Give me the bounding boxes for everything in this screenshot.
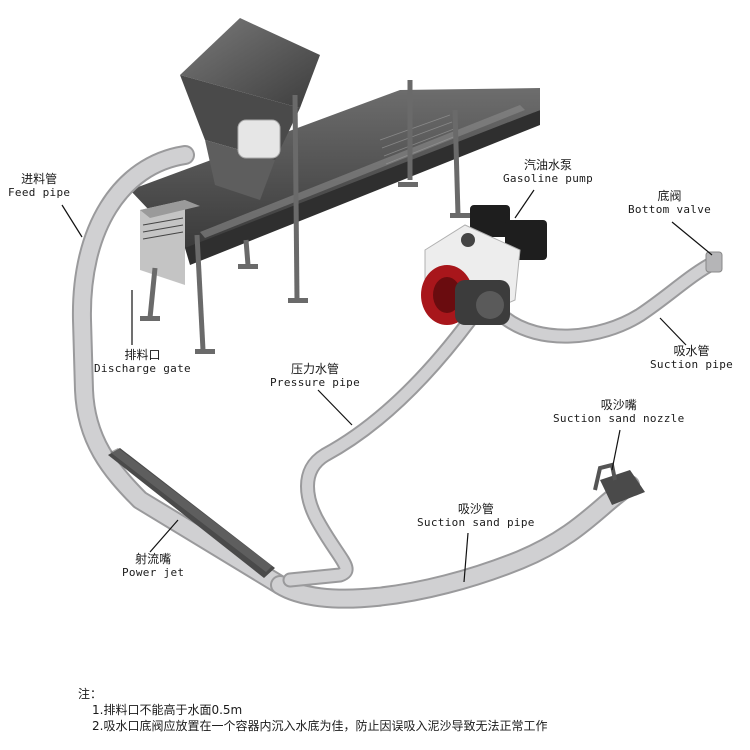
label-suction-sand-nozzle-zh: 吸沙嘴	[553, 398, 685, 412]
label-feed-pipe: 进料管 Feed pipe	[8, 172, 70, 200]
label-pressure-pipe-zh: 压力水管	[270, 362, 360, 376]
note-item: 1.排料口不能高于水面0.5m	[78, 702, 547, 718]
label-suction-sand-pipe-en: Suction sand pipe	[417, 516, 535, 530]
label-power-jet-en: Power jet	[122, 566, 184, 580]
notes-section: 注： 1.排料口不能高于水面0.5m 2.吸水口底阀应放置在一个容器内沉入水底为…	[78, 686, 547, 734]
label-gasoline-pump: 汽油水泵 Gasoline pump	[503, 158, 593, 186]
label-suction-pipe: 吸水管 Suction pipe	[650, 344, 733, 372]
label-pressure-pipe: 压力水管 Pressure pipe	[270, 362, 360, 390]
label-discharge-gate-zh: 排料口	[94, 348, 191, 362]
label-suction-sand-nozzle: 吸沙嘴 Suction sand nozzle	[553, 398, 685, 426]
label-suction-pipe-en: Suction pipe	[650, 358, 733, 372]
label-power-jet: 射流嘴 Power jet	[122, 552, 184, 580]
label-discharge-gate: 排料口 Discharge gate	[94, 348, 191, 376]
label-bottom-valve-en: Bottom valve	[628, 203, 711, 217]
label-gasoline-pump-zh: 汽油水泵	[503, 158, 593, 172]
label-bottom-valve: 底阀 Bottom valve	[628, 189, 711, 217]
label-feed-pipe-en: Feed pipe	[8, 186, 70, 200]
label-bottom-valve-zh: 底阀	[628, 189, 711, 203]
label-gasoline-pump-en: Gasoline pump	[503, 172, 593, 186]
label-discharge-gate-en: Discharge gate	[94, 362, 191, 376]
label-suction-sand-pipe-zh: 吸沙管	[417, 502, 535, 516]
label-suction-pipe-zh: 吸水管	[650, 344, 733, 358]
label-feed-pipe-zh: 进料管	[8, 172, 70, 186]
gasoline-pump	[421, 205, 547, 325]
label-suction-sand-nozzle-en: Suction sand nozzle	[553, 412, 685, 426]
notes-heading: 注：	[78, 686, 547, 702]
note-item: 2.吸水口底阀应放置在一个容器内沉入水底为佳，防止因误吸入泥沙导致无法正常工作	[78, 718, 547, 734]
label-suction-sand-pipe: 吸沙管 Suction sand pipe	[417, 502, 535, 530]
label-pressure-pipe-en: Pressure pipe	[270, 376, 360, 390]
label-power-jet-zh: 射流嘴	[122, 552, 184, 566]
bottom-valve	[706, 252, 722, 272]
